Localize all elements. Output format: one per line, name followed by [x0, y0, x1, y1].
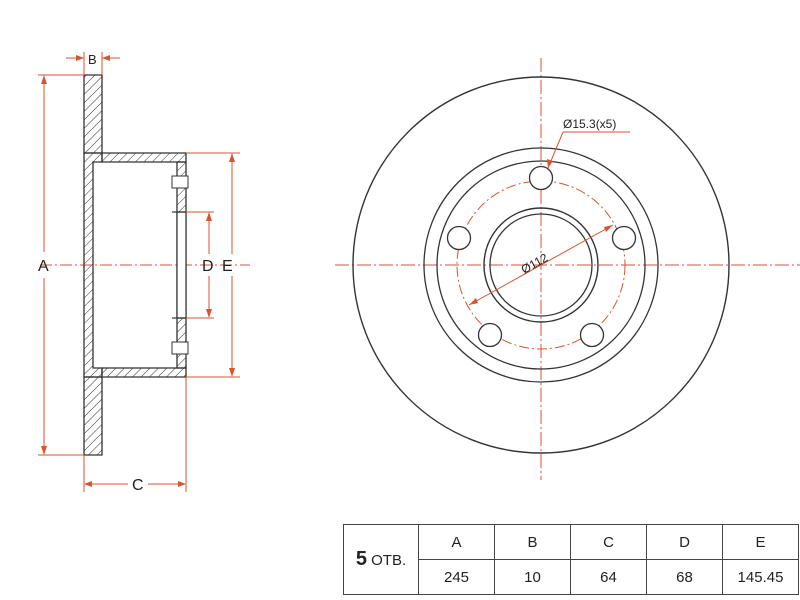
bolt-hole-4	[477, 322, 503, 348]
dimension-c: C	[83, 377, 187, 494]
value-e: 145.45	[722, 559, 799, 595]
bolt-hole-section-bottom	[171, 341, 189, 355]
bolt-hole-section-top	[171, 175, 189, 189]
value-c: 64	[570, 559, 647, 595]
dim-label-b: B	[88, 52, 97, 67]
holes-count: 5	[355, 548, 367, 570]
bolt-hole-3	[579, 322, 605, 348]
table-value-row: 245 10 64 68 145.45	[344, 559, 799, 595]
dim-label-c: C	[132, 477, 144, 494]
center-bore-outer	[483, 207, 599, 323]
dimension-a: A	[38, 74, 84, 456]
front-view: Ø15.3(x5) Ø112	[335, 58, 800, 480]
dim-label-d: D	[202, 258, 214, 275]
dim-label-e: E	[222, 258, 233, 275]
hat-top-wall	[101, 152, 187, 163]
value-d: 68	[646, 559, 723, 595]
disc-outer-edge	[352, 76, 730, 454]
bolt-hole-2	[611, 225, 637, 251]
value-b: 10	[494, 559, 571, 595]
dimension-d: D	[186, 211, 214, 319]
header-d: D	[646, 524, 723, 560]
brake-disc-drawing: A B C D	[38, 52, 800, 494]
dim-label-a: A	[38, 258, 49, 275]
table-header-row: 5 ОТВ. A B C D E	[343, 524, 799, 595]
hat-bottom-wall	[101, 367, 187, 378]
header-b: B	[494, 524, 571, 560]
value-a: 245	[418, 559, 495, 595]
side-section-view: A B C D	[38, 52, 250, 494]
center-bore-inner	[489, 213, 593, 317]
bolt-hole-1	[528, 165, 554, 191]
holes-unit: ОТВ.	[371, 552, 407, 569]
header-a: A	[418, 524, 495, 560]
hole-callout-label: Ø15.3(x5)	[563, 117, 616, 131]
header-e: E	[722, 524, 799, 560]
dimension-e: E	[186, 152, 240, 378]
spec-table: 5 ОТВ. A B C D E 245 10 64 68 145.45	[343, 524, 799, 595]
holes-cell: 5 ОТВ.	[343, 524, 419, 595]
pcd-callout-label: Ø112	[519, 250, 551, 276]
bolt-hole-5	[446, 225, 472, 251]
dimension-b: B	[66, 52, 120, 75]
disc-flange-top	[83, 74, 103, 154]
disc-flange-bottom	[83, 376, 103, 456]
header-c: C	[570, 524, 647, 560]
hole-callout: Ø15.3(x5)	[547, 117, 630, 169]
disc-hat-wall	[83, 152, 103, 378]
pcd-circle	[456, 180, 626, 350]
center-bore-section	[176, 211, 187, 319]
hat-inner-edge	[436, 160, 646, 370]
hat-outer-edge	[423, 147, 659, 383]
